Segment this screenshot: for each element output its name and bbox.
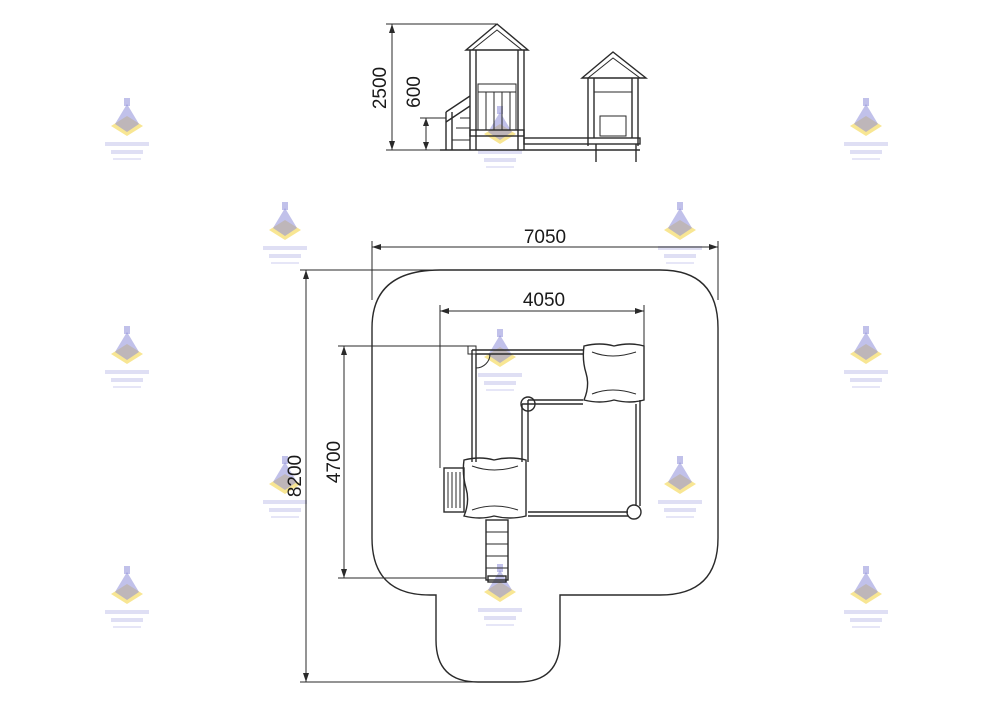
watermark-logo — [658, 456, 702, 518]
watermark-logo — [478, 564, 522, 626]
dim-total-height: 2500 — [370, 67, 391, 109]
watermark-logo — [478, 329, 522, 391]
watermark-logo — [263, 202, 307, 264]
dim-inner-depth: 4700 — [324, 441, 345, 483]
elevation-view: 2500 600 — [370, 23, 649, 162]
watermark-logo — [478, 106, 522, 168]
watermark-logo — [105, 98, 149, 160]
watermark-logo — [105, 326, 149, 388]
watermarks — [105, 98, 888, 628]
dim-platform-height: 600 — [404, 76, 425, 108]
dim-total-width: 7050 — [524, 227, 566, 248]
safety-zone-outline — [371, 269, 719, 683]
plan-view: 7050 4050 8200 4700 — [285, 227, 719, 683]
watermark-logo — [844, 566, 888, 628]
watermark-logo — [658, 202, 702, 264]
watermark-logo — [844, 326, 888, 388]
watermark-logo — [105, 566, 149, 628]
dim-total-depth: 8200 — [285, 455, 306, 497]
dim-inner-width: 4050 — [523, 290, 565, 311]
watermark-logo — [844, 98, 888, 160]
